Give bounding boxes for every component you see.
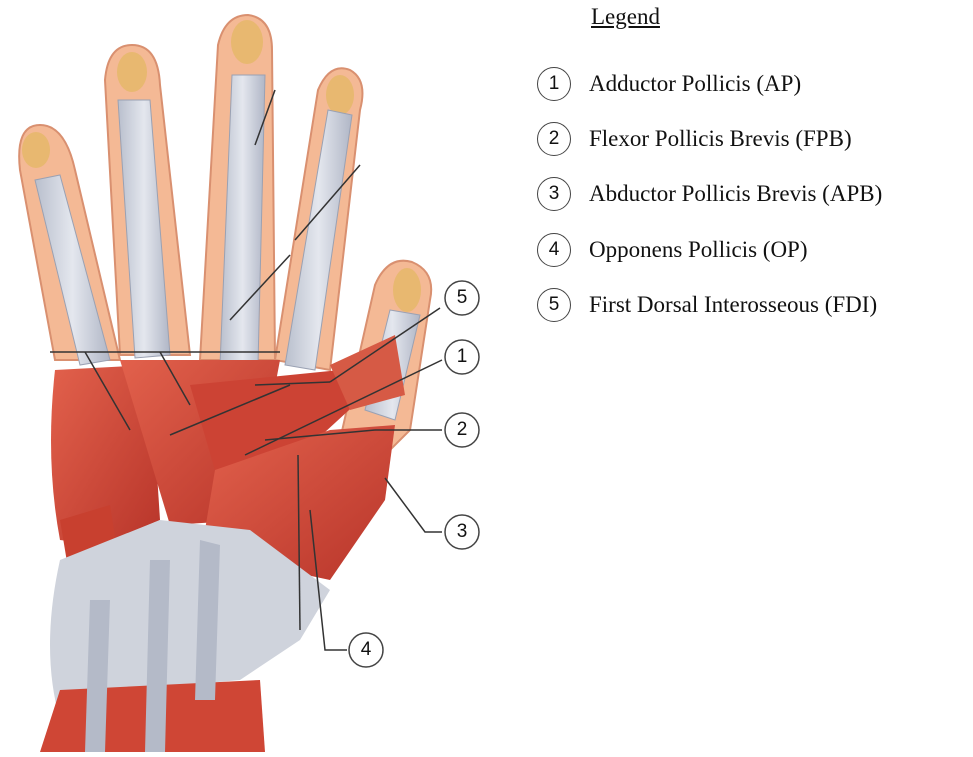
legend-number: 4 xyxy=(537,233,571,267)
callout-5: 5 xyxy=(444,280,480,316)
callout-3: 3 xyxy=(444,514,480,550)
legend-item: 3 Abductor Pollicis Brevis (APB) xyxy=(537,174,882,214)
callout-2: 2 xyxy=(444,412,480,448)
legend-number: 1 xyxy=(537,67,571,101)
callout-1: 1 xyxy=(444,339,480,375)
legend-label: First Dorsal Interosseous (FDI) xyxy=(589,292,877,318)
legend-number: 2 xyxy=(537,122,571,156)
legend-item: 4 Opponens Pollicis (OP) xyxy=(537,230,808,270)
legend-number: 5 xyxy=(537,288,571,322)
legend-item: 1 Adductor Pollicis (AP) xyxy=(537,64,801,104)
callout-4: 4 xyxy=(348,632,384,668)
legend-number: 3 xyxy=(537,177,571,211)
legend-item: 5 First Dorsal Interosseous (FDI) xyxy=(537,285,877,325)
legend-label: Flexor Pollicis Brevis (FPB) xyxy=(589,126,852,152)
legend-title: Legend xyxy=(591,4,660,30)
legend-label: Opponens Pollicis (OP) xyxy=(589,237,808,263)
legend-label: Abductor Pollicis Brevis (APB) xyxy=(589,181,882,207)
legend-label: Adductor Pollicis (AP) xyxy=(589,71,801,97)
legend-item: 2 Flexor Pollicis Brevis (FPB) xyxy=(537,119,852,159)
